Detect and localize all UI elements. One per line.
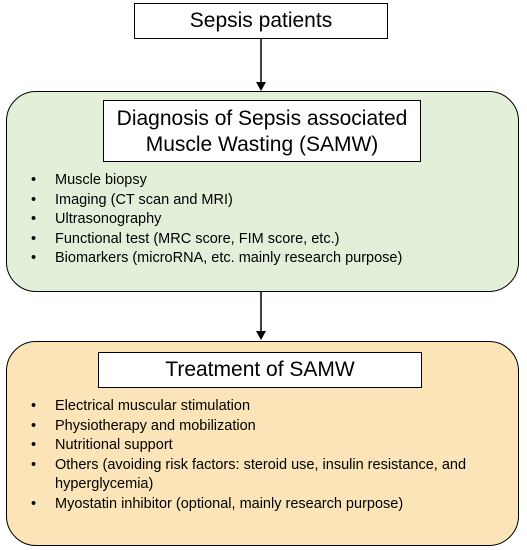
list-item: • Physiotherapy and mobilization bbox=[27, 417, 512, 437]
diagnosis-title-line2: Muscle Wasting (SAMW) bbox=[145, 133, 379, 156]
list-item: • Muscle biopsy bbox=[27, 171, 507, 191]
sepsis-patients-box: Sepsis patients bbox=[134, 3, 388, 39]
list-item: • Others (avoiding risk factors: steroid … bbox=[27, 456, 512, 495]
list-item: • Electrical muscular stimulation bbox=[27, 397, 512, 417]
bullet: • bbox=[31, 417, 37, 434]
list-item: • Myostatin inhibitor (optional, mainly r… bbox=[27, 495, 512, 515]
diagnosis-panel: Diagnosis of Sepsis associated Muscle Wa… bbox=[6, 91, 519, 292]
arrow-to-treatment bbox=[256, 292, 266, 340]
bullet: • bbox=[31, 211, 37, 227]
treatment-title-box: Treatment of SAMW bbox=[98, 352, 422, 388]
bullet: • bbox=[31, 172, 37, 188]
treatment-title: Treatment of SAMW bbox=[165, 358, 355, 381]
list-item: • Biomarkers (microRNA, etc. mainly resea… bbox=[27, 249, 507, 269]
list-item-text: Ultrasonography bbox=[55, 211, 162, 227]
bullet: • bbox=[31, 398, 37, 414]
list-item-text: Electrical muscular stimulation bbox=[55, 398, 251, 414]
list-item: • Imaging (CT scan and MRI) bbox=[27, 191, 507, 211]
list-item-text: Nutritional support bbox=[55, 437, 173, 453]
bullet: • bbox=[31, 230, 37, 247]
list-item-text: Imaging (CT scan and MRI) bbox=[55, 191, 233, 208]
sepsis-patients-label: Sepsis patients bbox=[189, 9, 333, 32]
bullet: • bbox=[31, 495, 37, 512]
treatment-list: • Electrical muscular stimulation • Physio… bbox=[27, 397, 512, 514]
bullet: • bbox=[31, 437, 37, 453]
list-item: • Ultrasonography bbox=[27, 210, 507, 230]
list-item-text: Muscle biopsy bbox=[55, 172, 147, 188]
list-item-text: Biomarkers (microRNA, etc. mainly resear… bbox=[55, 250, 403, 266]
list-item-text: Functional test (MRC score, FIM score, e… bbox=[55, 230, 340, 247]
bullet: • bbox=[31, 191, 37, 208]
arrow-to-diagnosis bbox=[256, 39, 266, 91]
list-item-text: Others (avoiding risk factors: steroid u… bbox=[55, 456, 467, 493]
list-item-text: Myostatin inhibitor (optional, mainly re… bbox=[55, 495, 404, 512]
bullet: • bbox=[31, 456, 37, 473]
list-item: • Nutritional support bbox=[27, 436, 512, 456]
treatment-panel: Treatment of SAMW • Electrical muscular s… bbox=[6, 341, 519, 546]
list-item: • Functional test (MRC score, FIM score, … bbox=[27, 230, 507, 250]
diagnosis-title-box: Diagnosis of Sepsis associated Muscle Wa… bbox=[103, 100, 421, 162]
list-item-text: Physiotherapy and mobilization bbox=[55, 417, 256, 434]
diagnosis-title-line1: Diagnosis of Sepsis associated bbox=[116, 107, 408, 130]
bullet: • bbox=[31, 250, 37, 266]
diagnosis-list: • Muscle biopsy • Imaging (CT scan and MRI… bbox=[27, 171, 507, 269]
